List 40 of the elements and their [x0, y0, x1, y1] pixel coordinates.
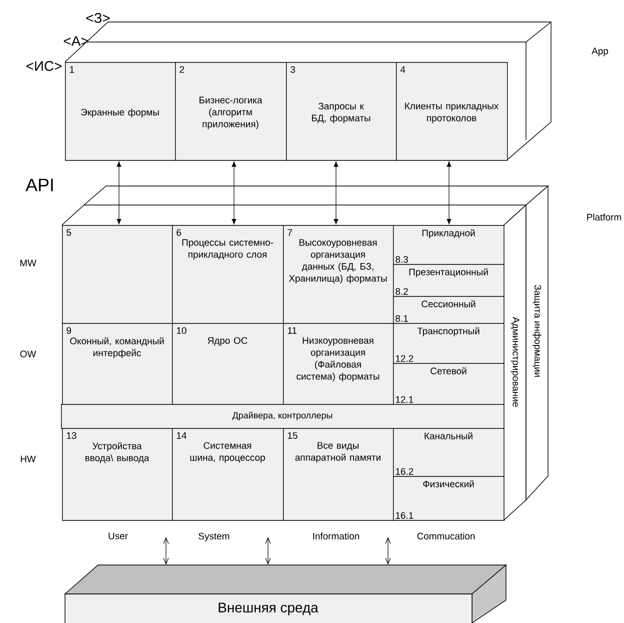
module-box: 1 Экранные формы	[65, 62, 176, 161]
arrow	[334, 162, 338, 224]
module-box: 9 Оконный, командный интерфейс	[62, 323, 173, 405]
layer-box: Сетевой 12.1	[393, 363, 505, 405]
arrow	[163, 537, 169, 565]
arrow	[116, 162, 122, 224]
layer-label: App	[592, 48, 608, 56]
layer-label: User	[108, 532, 128, 540]
layer-label: <А>	[64, 36, 88, 46]
arrow	[265, 537, 271, 565]
layer-box: Презентационный 8.2	[393, 264, 505, 297]
layer-box: Транспортный 12.2	[393, 323, 505, 364]
module-box: 3 Запросы к БД, форматы	[286, 62, 397, 161]
layer-label: HW	[20, 456, 36, 462]
layer-box: Физический 16.1	[393, 476, 505, 521]
module-box: 7 Высокоуровневая организация данных (БД, БЗ, Хранилища) форматы	[283, 225, 394, 324]
layer-box: Канальный 16.2	[393, 428, 505, 477]
layer-label: API	[26, 178, 53, 192]
layer-label: <З>	[86, 13, 110, 23]
layer-label: MW	[20, 260, 36, 266]
arrow	[446, 162, 452, 224]
environment-block: Внешняя среда	[64, 594, 472, 623]
layer-label: Platform	[587, 214, 621, 220]
module-box: 14 Системная шина, процессор	[172, 428, 284, 521]
module-box: 4 Клиенты прикладных протоколов	[396, 62, 508, 161]
layer-box: Сессионный 8.1	[393, 296, 505, 324]
layer-label: Commucation	[417, 532, 475, 540]
module-box: 10 Ядро ОС	[172, 323, 284, 405]
module-box: 15 Все виды аппаратной памяти	[283, 428, 394, 521]
arrow	[385, 537, 391, 565]
module-box: 13 Устройства ввода\ вывода	[62, 428, 173, 521]
layer-label: OW	[20, 350, 36, 358]
layer-box: Прикладной 8.3	[393, 225, 505, 265]
layer-label: System	[198, 532, 230, 542]
arrow	[232, 162, 236, 224]
module-box: 6 Процессы системно-прикладного слоя	[172, 225, 284, 324]
module-box: 5	[62, 225, 173, 324]
layer-label: Information	[313, 532, 360, 540]
module-box: 11 Низкоуровневая организация (Файловая система) форматы	[283, 323, 394, 405]
module-box: 2 Бизнес-логика (алгоритм приложения)	[175, 62, 287, 161]
